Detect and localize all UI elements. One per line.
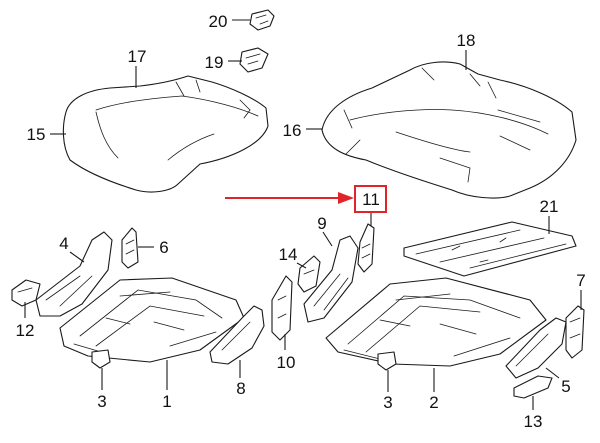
callout-6[interactable]: 6	[159, 238, 168, 257]
part-3-clip-left[interactable]	[91, 349, 111, 369]
callout-18[interactable]: 18	[457, 31, 476, 50]
callout-17[interactable]: 17	[128, 47, 147, 66]
callout-4[interactable]: 4	[59, 234, 68, 253]
callout-1[interactable]: 1	[162, 392, 171, 411]
part-4-side-trim[interactable]	[35, 231, 113, 317]
part-2-seat-frame-right[interactable]	[325, 277, 547, 367]
callout-3-left[interactable]: 3	[97, 392, 106, 411]
callout-9[interactable]: 9	[317, 214, 326, 233]
callout-10[interactable]: 10	[277, 353, 296, 372]
callout-5[interactable]: 5	[561, 377, 570, 396]
part-8-trim[interactable]	[209, 305, 265, 365]
highlight-box-part-11	[354, 185, 387, 213]
callout-21[interactable]: 21	[540, 197, 559, 216]
highlight-arrow	[225, 192, 354, 204]
part-9-side-trim[interactable]	[303, 235, 359, 323]
part-5-side-trim[interactable]	[505, 317, 567, 379]
callout-8[interactable]: 8	[236, 379, 245, 398]
part-7-bracket[interactable]	[565, 305, 585, 359]
callout-16[interactable]: 16	[283, 121, 302, 140]
part-6-bracket[interactable]	[121, 227, 139, 269]
part-10-trim[interactable]	[271, 275, 293, 341]
callout-3-right[interactable]: 3	[383, 393, 392, 412]
part-17-left-cushion-cover[interactable]	[62, 75, 269, 193]
callout-15[interactable]: 15	[27, 125, 46, 144]
callout-11[interactable]: 11	[362, 190, 380, 209]
callout-20[interactable]: 20	[209, 12, 228, 31]
part-14-bracket[interactable]	[297, 255, 321, 293]
callout-14[interactable]: 14	[279, 245, 298, 264]
part-12-cover[interactable]	[11, 279, 41, 307]
callout-13[interactable]: 13	[524, 412, 543, 431]
callout-2[interactable]: 2	[429, 393, 438, 412]
callout-7[interactable]: 7	[576, 271, 585, 290]
callout-12[interactable]: 12	[16, 321, 35, 340]
callout-19[interactable]: 19	[205, 53, 224, 72]
part-20-clip[interactable]	[249, 9, 275, 31]
part-13-trim[interactable]	[513, 375, 553, 399]
part-21-panel[interactable]	[403, 221, 577, 277]
part-3-clip-right[interactable]	[377, 351, 397, 371]
part-18-right-cushion-cover[interactable]	[321, 61, 577, 199]
part-11-bracket[interactable]	[357, 223, 375, 273]
part-19-clip[interactable]	[239, 47, 269, 73]
leader-lines	[24, 19, 582, 410]
callout-labels: 20 19 17 18 15 16 11 9 21 4 6 14 7 12 10…	[16, 12, 586, 431]
